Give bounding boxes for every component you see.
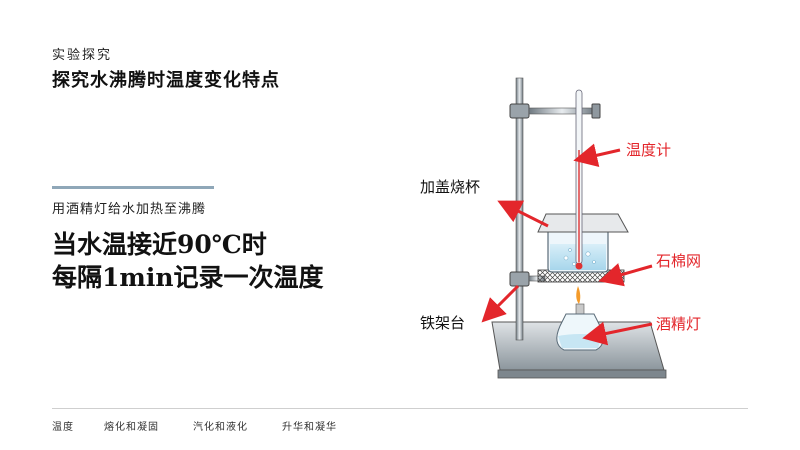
label-alcohol-lamp: 酒精灯: [656, 315, 701, 333]
arrow-iron-stand: [481, 284, 520, 323]
arrow-thermometer: [573, 143, 621, 168]
headline-line-1: 当水温接近90℃时: [52, 230, 267, 259]
step-label: 用酒精灯给水加热至沸腾: [52, 202, 207, 217]
accent-rule: [52, 186, 214, 189]
alcohol-lamp: [556, 286, 604, 351]
arrow-beaker: [497, 200, 549, 228]
label-beaker-with-lid: 加盖烧杯: [420, 178, 480, 196]
footer-tab-melting-freezing[interactable]: 熔化和凝固: [104, 422, 159, 433]
thermometer: [575, 89, 583, 270]
label-asbestos-net: 石棉网: [656, 252, 701, 270]
label-iron-stand: 铁架台: [420, 314, 465, 332]
headline-line-2: 每隔1min记录一次温度: [52, 263, 324, 292]
footer-divider: [52, 408, 748, 409]
arrow-asbestos-net: [598, 263, 653, 287]
page-title: 探究水沸腾时温度变化特点: [52, 70, 280, 91]
upper-clamp: [509, 103, 601, 119]
ring-clamp: [509, 271, 546, 287]
section-kicker: 实验探究: [52, 48, 113, 63]
footer-tab-temperature[interactable]: 温度: [52, 422, 74, 433]
arrow-alcohol-lamp: [582, 321, 653, 346]
beaker-lid: [537, 213, 629, 233]
headline: 当水温接近90℃时 每隔1min记录一次温度: [52, 228, 324, 294]
footer-tab-vaporization-liquefaction[interactable]: 汽化和液化: [193, 422, 248, 433]
footer-tab-sublimation-desublimation[interactable]: 升华和凝华: [282, 422, 337, 433]
label-thermometer: 温度计: [626, 141, 671, 159]
